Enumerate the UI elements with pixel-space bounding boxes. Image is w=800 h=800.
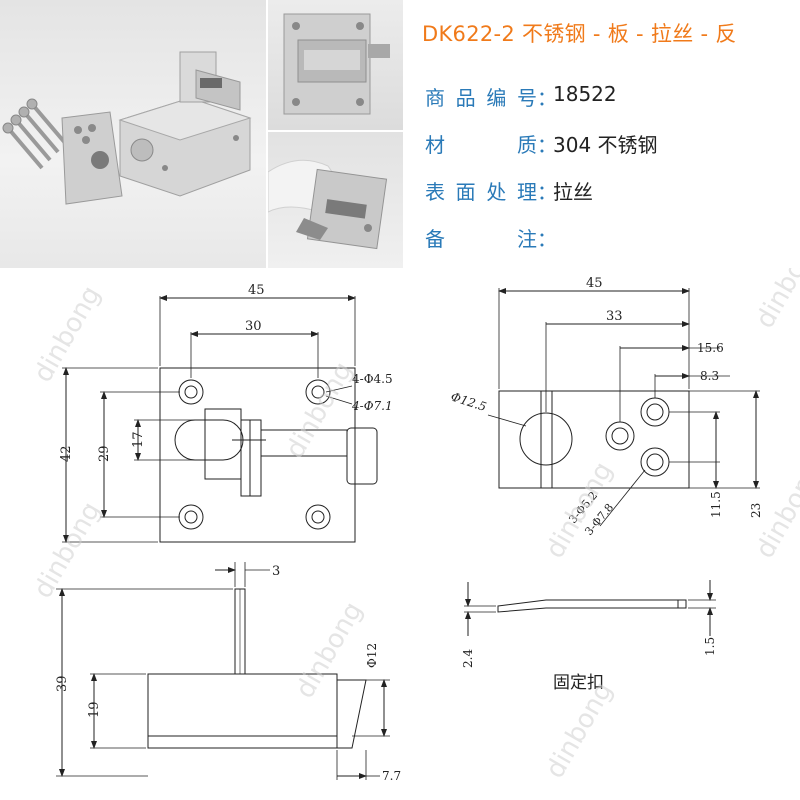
dim-side-19: 19 [87, 701, 102, 718]
clip-caption: 固定扣 [553, 673, 604, 693]
spec-colon: ： [537, 86, 557, 110]
spec-value: 拉丝 [553, 180, 593, 204]
dim-plate-8.3: 8.3 [700, 369, 719, 383]
strike-plate-image [61, 111, 123, 205]
product-title: DK622-2 不锈钢 - 板 - 拉丝 - 反 [422, 22, 737, 46]
label-hole-4-phi7.1: 4-Φ7.1 [351, 399, 393, 413]
dim-side-39: 39 [55, 675, 70, 692]
spec-colon: ： [537, 133, 557, 157]
spec-value: 304 不锈钢 [553, 133, 658, 157]
dim-clip-2.4: 2.4 [461, 649, 475, 668]
clip-view [464, 580, 716, 636]
product-banner: DK622-2 不锈钢 - 板 - 拉丝 - 反 商品编号 ： 18522 材质… [0, 0, 800, 268]
dim-plate-33: 33 [606, 309, 623, 324]
watermark-text: dinbong [750, 268, 800, 334]
watermark-text: dinbong [28, 497, 107, 603]
spec-colon: ： [537, 180, 557, 204]
technical-drawing: 45 30 42 29 17 4-Φ4.5 4-Φ7.1 [0, 227, 800, 800]
dim-plate-15.6: 15.6 [697, 341, 724, 355]
latch-assembly-image [2, 51, 252, 205]
watermark-text: dinbong [28, 281, 107, 387]
dim-side-7.7: 7.7 [382, 769, 401, 783]
spec-label: 备注 [425, 227, 537, 251]
dim-plate-11.5: 11.5 [709, 491, 723, 518]
dim-plate-23: 23 [749, 503, 763, 518]
dim-plate-phi12.5: Φ12.5 [449, 390, 488, 415]
label-hole-4-phi4.5: 4-Φ4.5 [352, 372, 393, 386]
dim-height-42: 42 [59, 445, 74, 462]
front-view [62, 295, 378, 543]
watermark-text: dinbong [540, 677, 619, 783]
dim-pin-3: 3 [272, 564, 280, 579]
latch-front-image [283, 13, 390, 115]
product-photo-front [268, 0, 403, 130]
dim-hole-spacing-29: 29 [97, 445, 112, 462]
dim-clip-1.5: 1.5 [703, 637, 717, 656]
product-photo-main [0, 0, 266, 268]
spec-value: 18522 [553, 82, 617, 106]
dim-plate-width-45: 45 [586, 276, 603, 291]
dim-width-45: 45 [248, 283, 265, 298]
spec-colon: ： [537, 227, 557, 251]
latch-in-hand-image [268, 159, 388, 250]
plate-view [487, 288, 760, 527]
screws-image [2, 98, 68, 170]
dim-slot-17: 17 [131, 431, 146, 448]
spec-label: 表面处理 [425, 180, 537, 204]
dim-side-phi12: Φ12 [365, 643, 379, 668]
spec-label: 材质 [425, 133, 537, 157]
product-photo-hand [268, 132, 403, 268]
spec-label: 商品编号 [425, 86, 537, 110]
watermark-text: dinbong [290, 597, 369, 703]
drawing-canvas: 45 30 42 29 17 4-Φ4.5 4-Φ7.1 [28, 227, 800, 783]
side-view [56, 562, 390, 780]
spec-panel: DK622-2 不锈钢 - 板 - 拉丝 - 反 商品编号 ： 18522 材质… [405, 0, 800, 268]
latch-body-image [118, 51, 252, 197]
watermark-layer: dinbong dinbong dinbong dinbong dinbong … [28, 227, 800, 783]
dim-hole-spacing-30: 30 [245, 319, 262, 334]
